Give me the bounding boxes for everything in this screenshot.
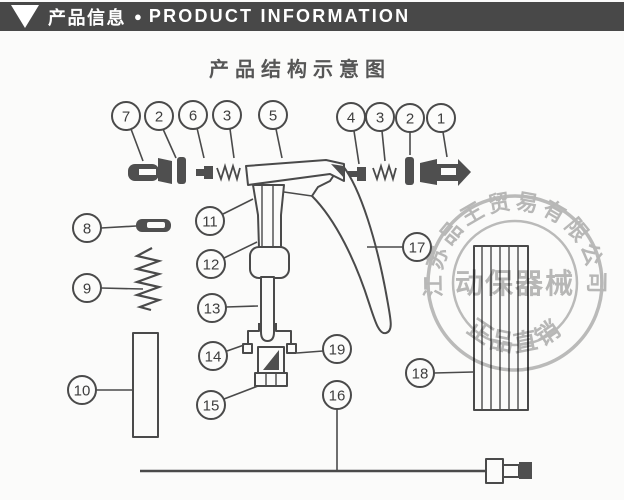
svg-text:13: 13: [204, 301, 221, 318]
svg-text:18: 18: [412, 366, 429, 383]
callout-12: 12: [196, 241, 258, 279]
watermark-center-text: 动保器械: [455, 268, 575, 299]
part-valve: [254, 346, 288, 387]
section-header-bar: 产品信息 ● PRODUCT INFORMATION: [0, 2, 624, 31]
callout-19: 19: [296, 334, 352, 364]
svg-text:16: 16: [329, 388, 346, 405]
svg-text:8: 8: [83, 221, 91, 238]
part-plate: [132, 332, 159, 438]
callout-3: 3: [212, 100, 242, 159]
svg-text:14: 14: [205, 349, 222, 366]
part-bracket: [242, 323, 297, 354]
svg-text:2: 2: [406, 111, 414, 128]
part-screw-plug: [196, 166, 213, 179]
callout-18: 18: [405, 358, 474, 388]
part-tube: [140, 458, 532, 484]
part-nozzle: [420, 159, 471, 186]
callout-2: 2: [144, 101, 177, 159]
header-title-en: PRODUCT INFORMATION: [148, 6, 411, 26]
part-pin: [136, 219, 171, 232]
part-spring-right: [372, 162, 397, 183]
callout-16: 16: [322, 380, 352, 470]
callout-1: 1: [426, 103, 456, 158]
part-handle: [311, 165, 392, 335]
callout-9: 9: [72, 273, 144, 303]
down-triangle-icon: [11, 5, 39, 28]
callout-3: 3: [365, 102, 395, 162]
part-lever: [245, 159, 345, 186]
svg-text:4: 4: [347, 110, 355, 127]
watermark-stamp: 江苏品王贸易有限公司 动保器械 正品直销: [421, 188, 605, 372]
diagram-title: 产品结构示意图: [209, 59, 391, 81]
callout-2: 2: [395, 103, 425, 155]
svg-text:9: 9: [83, 281, 91, 298]
callout-11: 11: [195, 198, 254, 236]
part-collar: [249, 246, 290, 279]
part-main-spring: [133, 247, 163, 312]
svg-text:15: 15: [203, 398, 220, 415]
part-ribbed-barrel: [473, 245, 529, 411]
callout-14: 14: [198, 341, 245, 371]
part-screw: [348, 167, 366, 181]
svg-text:11: 11: [202, 214, 218, 231]
svg-text:7: 7: [122, 109, 130, 126]
part-spring-left: [216, 162, 241, 183]
callout-15: 15: [196, 385, 259, 420]
part-gun-body: [245, 159, 392, 342]
svg-text:6: 6: [189, 108, 197, 125]
callout-17: 17: [367, 232, 432, 262]
part-cylinder-left: [177, 157, 186, 184]
svg-text:2: 2: [155, 109, 163, 126]
part-coupler-left: [128, 158, 172, 184]
callout-5: 5: [258, 100, 288, 159]
callout-10: 10: [67, 375, 133, 405]
part-cylinder-right: [405, 157, 414, 185]
svg-text:17: 17: [409, 240, 426, 257]
svg-text:10: 10: [74, 383, 91, 400]
svg-text:3: 3: [376, 110, 384, 127]
bullet-icon: ●: [134, 9, 142, 24]
callout-7: 7: [111, 101, 144, 162]
svg-text:1: 1: [437, 111, 445, 128]
part-lever-pivot: [331, 164, 344, 178]
part-rod: [260, 276, 275, 342]
svg-text:5: 5: [269, 108, 277, 125]
header-title-zh: 产品信息: [48, 7, 126, 28]
svg-text:19: 19: [329, 342, 346, 359]
diagram-parts: [128, 157, 532, 484]
callout-13: 13: [197, 293, 259, 323]
part-barrel: [252, 184, 285, 249]
callout-6: 6: [178, 100, 208, 159]
svg-text:12: 12: [203, 257, 220, 274]
callout-8: 8: [72, 213, 137, 243]
svg-text:3: 3: [223, 108, 231, 125]
callout-4: 4: [336, 102, 366, 165]
